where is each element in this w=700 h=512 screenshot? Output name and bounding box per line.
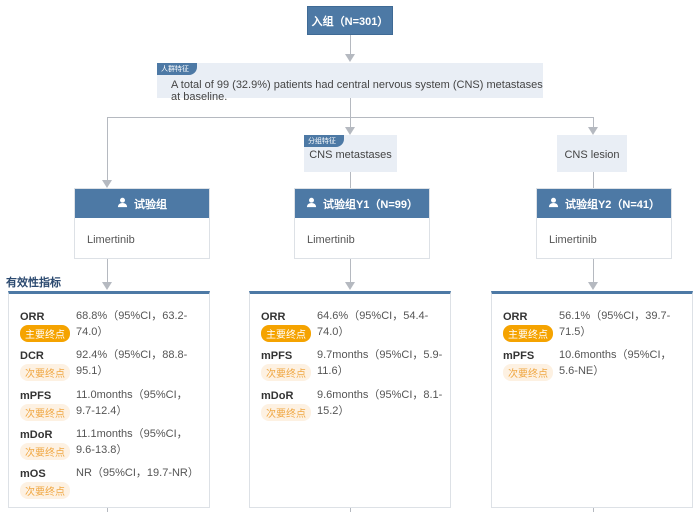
metric-value: 11.1months（95%CI，9.6-13.8） xyxy=(76,427,188,456)
user-icon xyxy=(306,197,317,211)
group-drug: Limertinib xyxy=(549,234,597,246)
subgroup-box: 分组特征 CNS metastases xyxy=(304,135,397,172)
metric-name: mPFS xyxy=(261,350,293,363)
group-title: 试验组Y2（N=41） xyxy=(564,198,661,211)
subgroup-label: CNS metastases xyxy=(309,149,392,161)
connector xyxy=(350,35,351,55)
connector xyxy=(350,98,351,117)
group-title: 试验组 xyxy=(134,198,167,211)
metric-value: 64.6%（95%CI，54.4-74.0） xyxy=(317,310,429,338)
connector xyxy=(593,259,594,283)
group-card: 试验组 Limertinib xyxy=(74,188,210,259)
efficacy-panel: ORR 64.6%（95%CI，54.4-74.0） 主要终点 mPFS 9.7… xyxy=(249,291,451,508)
metric-value: 92.4%（95%CI，88.8-95.1） xyxy=(76,349,188,378)
subgroup-label: CNS lesion xyxy=(564,149,620,161)
endpoint-badge: 次要终点 xyxy=(20,364,70,382)
population-text: A total of 99 (32.9%) patients had centr… xyxy=(171,79,543,103)
endpoint-badge: 次要终点 xyxy=(20,403,70,421)
metric-value: NR（95%CI，19.7-NR） xyxy=(76,467,199,480)
connector xyxy=(593,117,594,128)
connector xyxy=(107,117,108,181)
arrow-down-icon xyxy=(102,282,112,290)
endpoint-badge: 主要终点 xyxy=(261,325,311,342)
endpoint-badge: 次要终点 xyxy=(20,482,70,500)
group-card: 试验组Y1（N=99） Limertinib xyxy=(294,188,430,259)
metric-name: mDoR xyxy=(261,389,294,402)
metric-name: mPFS xyxy=(20,389,52,402)
subgroup-tag: 分组特征 xyxy=(304,135,344,147)
endpoint-badge: 主要终点 xyxy=(20,325,70,342)
metric-value: 9.7months（95%CI，5.9-11.6） xyxy=(317,349,443,378)
metric-name: ORR xyxy=(503,311,528,323)
efficacy-panel: ORR 68.8%（95%CI，63.2-74.0） 主要终点 DCR 92.4… xyxy=(8,291,210,508)
arrow-down-icon xyxy=(102,180,112,188)
connector xyxy=(350,172,351,188)
metric-value: 56.1%（95%CI，39.7-71.5） xyxy=(559,310,671,338)
arrow-down-icon xyxy=(345,54,355,62)
enrollment-box: 入组（N=301） xyxy=(307,6,393,35)
arrow-down-icon xyxy=(588,282,598,290)
group-card: 试验组Y2（N=41） Limertinib xyxy=(536,188,672,259)
metric-name: mOS xyxy=(20,468,46,481)
user-icon xyxy=(117,197,128,211)
endpoint-badge: 次要终点 xyxy=(20,442,70,460)
population-box: 人群特征 A total of 99 (32.9%) patients had … xyxy=(157,63,543,103)
efficacy-title: 有效性指标 xyxy=(6,277,61,289)
efficacy-panel: ORR 56.1%（95%CI，39.7-71.5） 主要终点 mPFS 10.… xyxy=(491,291,693,508)
endpoint-badge: 次要终点 xyxy=(261,364,311,382)
endpoint-badge: 次要终点 xyxy=(503,364,553,382)
metric-name: mDoR xyxy=(20,428,53,441)
metric-value: 11.0months（95%CI，9.7-12.4） xyxy=(76,388,188,417)
arrow-down-icon xyxy=(345,127,355,135)
user-icon xyxy=(548,197,559,211)
group-header: 试验组Y1（N=99） xyxy=(295,189,429,218)
metric-value: 10.6months（95%CI，5.6-NE） xyxy=(559,349,672,378)
connector xyxy=(350,117,351,128)
endpoint-badge: 主要终点 xyxy=(503,325,553,342)
group-title: 试验组Y1（N=99） xyxy=(322,198,419,211)
metric-value: 68.8%（95%CI，63.2-74.0） xyxy=(76,310,188,338)
endpoint-badge: 次要终点 xyxy=(261,403,311,421)
group-drug: Limertinib xyxy=(307,234,355,246)
group-drug: Limertinib xyxy=(87,234,135,246)
metric-name: ORR xyxy=(20,311,45,323)
connector xyxy=(107,259,108,283)
arrow-down-icon xyxy=(588,127,598,135)
connector xyxy=(593,172,594,188)
connector xyxy=(350,508,351,512)
population-tag: 人群特征 xyxy=(157,63,197,75)
group-header: 试验组Y2（N=41） xyxy=(537,189,671,218)
arrow-down-icon xyxy=(345,282,355,290)
metric-name: ORR xyxy=(261,311,286,323)
connector xyxy=(593,508,594,512)
connector xyxy=(350,259,351,283)
metric-name: mPFS xyxy=(503,350,535,363)
connector xyxy=(107,508,108,512)
subgroup-box: CNS lesion xyxy=(557,135,627,172)
group-header: 试验组 xyxy=(75,189,209,218)
metric-name: DCR xyxy=(20,350,44,363)
metric-value: 9.6months（95%CI，8.1-15.2） xyxy=(317,388,443,417)
